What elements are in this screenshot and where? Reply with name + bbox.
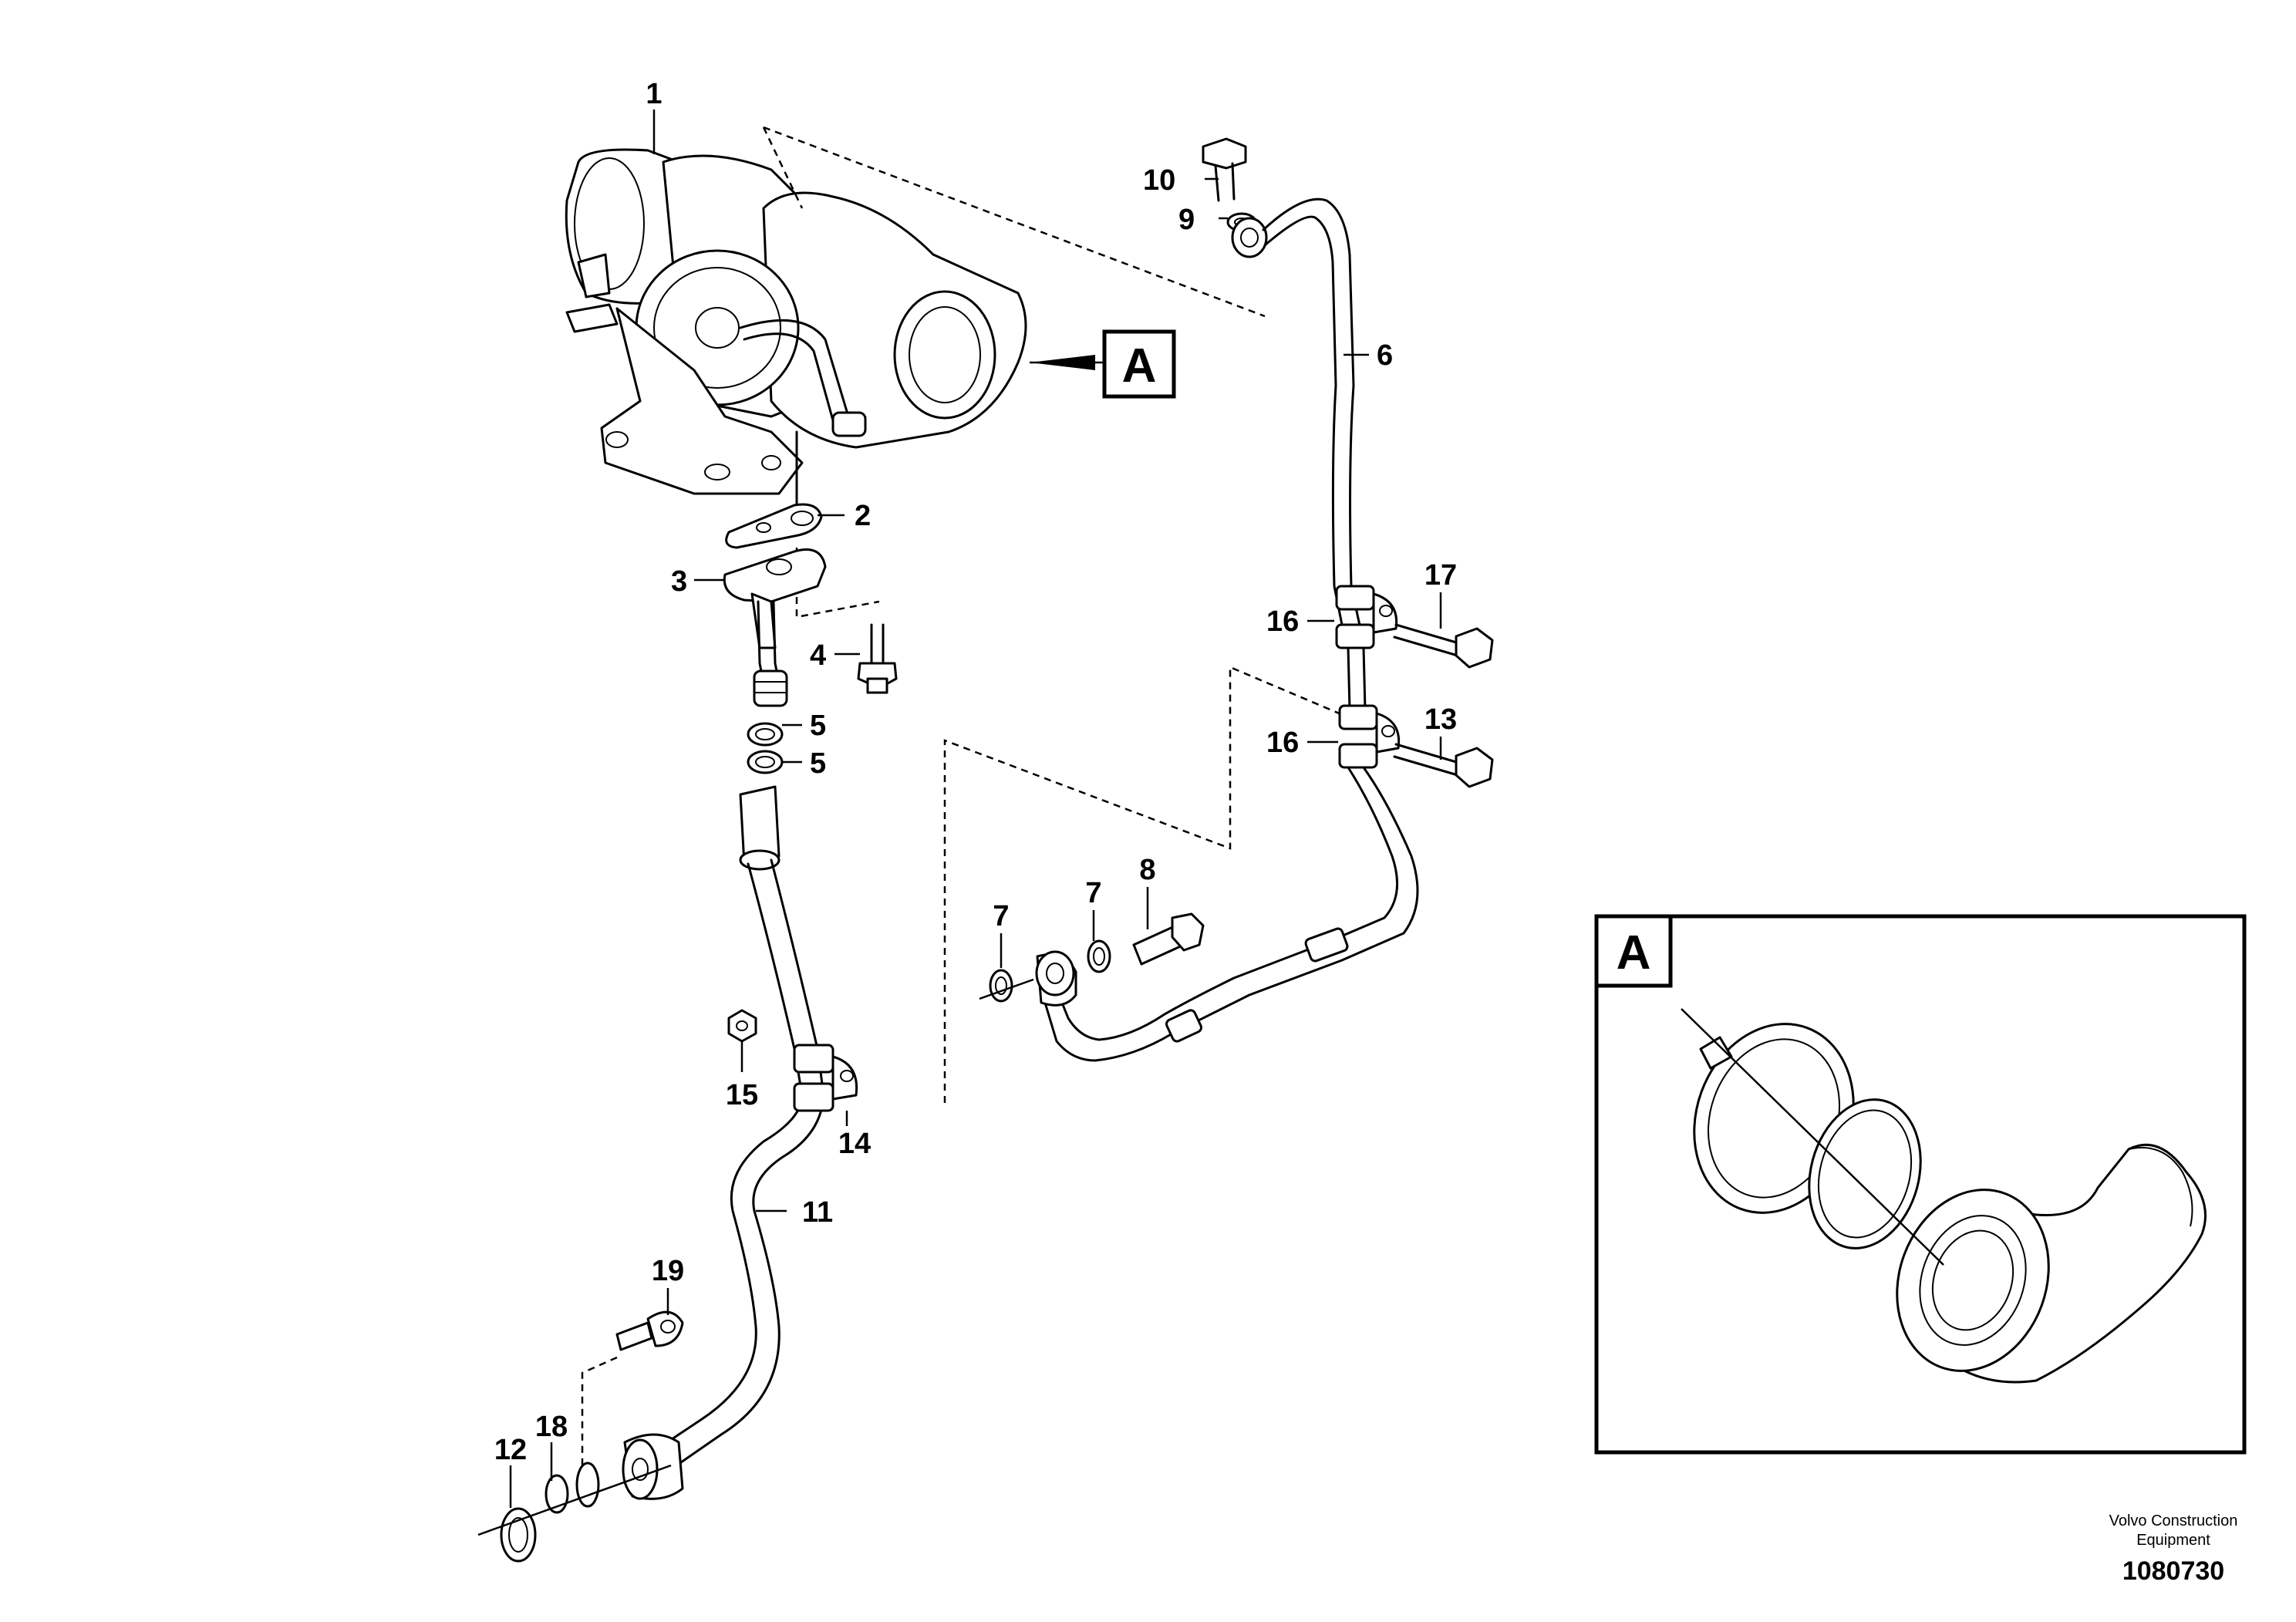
bolt-17-drawing	[1393, 623, 1494, 669]
callout-18: 18	[535, 1411, 568, 1443]
footer: Volvo Construction Equipment 1080730	[2109, 1512, 2238, 1586]
callout-5-lower: 5	[810, 747, 826, 780]
callout-12: 12	[494, 1434, 527, 1466]
callout-1: 1	[646, 78, 662, 110]
bolt-10-drawing	[1202, 137, 1257, 232]
callout-15: 15	[726, 1079, 758, 1111]
washers-7-drawing	[979, 939, 1111, 1003]
turbocharger-drawing	[565, 148, 1027, 511]
callout-7-right: 7	[1085, 877, 1101, 909]
nut-15-drawing	[727, 1009, 757, 1043]
callout-11: 11	[802, 1196, 833, 1229]
elbow-21-drawing	[1896, 1143, 2207, 1384]
detail-box-a: A	[1594, 914, 2247, 1455]
rings-12-18-drawing	[477, 1462, 672, 1563]
callout-19: 19	[652, 1255, 684, 1287]
callout-17: 17	[1424, 559, 1457, 592]
footer-company-line2: Equipment	[2136, 1532, 2210, 1549]
callout-8: 8	[1139, 854, 1155, 886]
callout-7-left: 7	[993, 900, 1009, 932]
footer-doc-number: 1080730	[2122, 1556, 2224, 1586]
callout-5-upper: 5	[810, 710, 826, 742]
callout-4: 4	[810, 639, 826, 672]
supply-hose-drawing	[1035, 766, 1419, 1062]
drain-pipe-11-drawing	[622, 858, 858, 1500]
callout-3: 3	[671, 565, 687, 598]
callout-13: 13	[1424, 703, 1457, 736]
ring-20-drawing	[1808, 1098, 1922, 1249]
detail-box-a-letter: A	[1617, 926, 1651, 980]
bolt-4-drawing	[857, 623, 898, 694]
dashed-guide-flange-to-bolt4	[795, 548, 880, 619]
dashed-guide-center	[943, 666, 1358, 1103]
callout-10: 10	[1143, 164, 1175, 197]
gasket-drawing	[725, 503, 823, 549]
dashed-guide-bolt19-to-rings	[581, 1356, 618, 1465]
bolt-8-drawing	[1132, 912, 1205, 966]
bolt-13-drawing	[1393, 743, 1494, 788]
bolt-19-drawing	[615, 1310, 684, 1351]
drain-pipe-upper-drawing	[739, 600, 788, 871]
view-marker-a-letter: A	[1122, 339, 1157, 393]
callout-16-upper: 16	[1266, 605, 1299, 638]
callout-2: 2	[855, 500, 871, 532]
callout-6: 6	[1377, 339, 1393, 372]
pipe-6-drawing	[1231, 197, 1401, 769]
callout-9: 9	[1178, 204, 1195, 236]
view-marker-a: A	[1030, 329, 1176, 399]
dashed-guide-turbo-to-pipe6	[762, 126, 1266, 318]
callout-16-lower: 16	[1266, 727, 1299, 759]
footer-company-line1: Volvo Construction	[2109, 1512, 2238, 1529]
callout-14: 14	[838, 1128, 871, 1160]
